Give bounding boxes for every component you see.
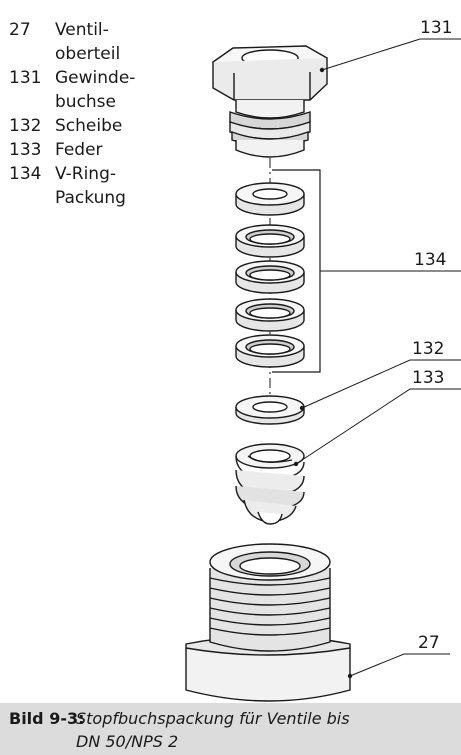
legend-label-line1: Ventil- <box>55 20 109 40</box>
callout-134: 134 <box>414 250 447 270</box>
legend-item-133: 133 Feder <box>9 138 165 162</box>
leader-dots <box>293 67 353 679</box>
legend-label-line2: buchse <box>55 92 117 112</box>
caption-text-line1: Stopfbuchspackung für Ventile bis <box>76 709 350 728</box>
legend-number: 132 <box>9 116 42 136</box>
part-133-spring <box>235 443 305 525</box>
legend-item-134: 134 V-Ring- Packung <box>9 162 165 210</box>
legend-label-line2: Packung <box>55 188 126 208</box>
part-132-washer <box>235 395 305 425</box>
part-legend: 27 Ventil- oberteil 131 Gewinde- buchse … <box>9 18 165 210</box>
legend-label-line1: V-Ring- <box>55 164 117 184</box>
legend-label-line2: oberteil <box>55 44 121 64</box>
legend-label: Scheibe <box>55 116 123 136</box>
legend-label: Gewinde- buchse <box>55 66 165 114</box>
legend-item-131: 131 Gewinde- buchse <box>9 66 165 114</box>
callout-132: 132 <box>412 339 445 359</box>
legend-number: 133 <box>9 140 42 160</box>
legend-item-27: 27 Ventil- oberteil <box>9 18 165 66</box>
legend-number: 27 <box>9 20 31 40</box>
legend-label: V-Ring- Packung <box>55 162 165 210</box>
caption-text-line2: DN 50/NPS 2 <box>76 732 179 751</box>
legend-label-line1: Gewinde- <box>55 68 136 88</box>
legend-label: Feder <box>55 140 103 160</box>
figure-caption: Bild 9-3: Stopfbuchspackung für Ventile … <box>0 703 461 755</box>
callout-133: 133 <box>412 368 445 388</box>
part-131-threaded-bushing <box>211 45 329 158</box>
leader-lines <box>295 38 461 677</box>
legend-number: 134 <box>9 164 42 184</box>
callout-131: 131 <box>420 18 453 38</box>
part-134-v-ring-packing <box>235 182 305 368</box>
legend-item-132: 132 Scheibe <box>9 114 165 138</box>
caption-label: Bild 9-3: <box>9 709 85 728</box>
part-27-valve-bonnet <box>185 543 351 702</box>
legend-label: Ventil- oberteil <box>55 18 165 66</box>
legend-number: 131 <box>9 68 42 88</box>
callout-27: 27 <box>418 633 440 653</box>
